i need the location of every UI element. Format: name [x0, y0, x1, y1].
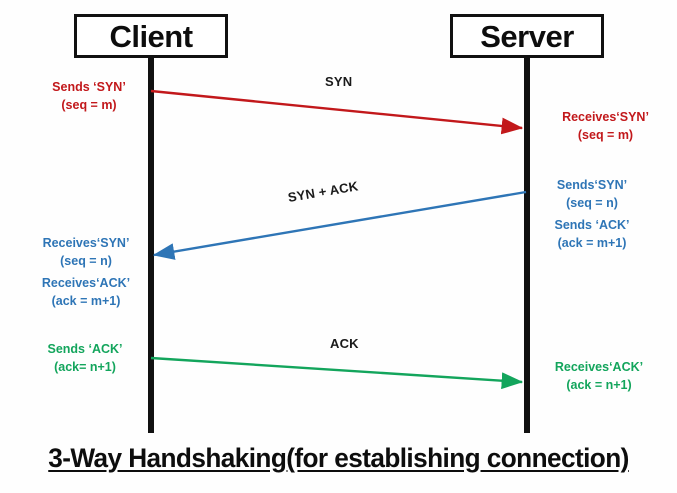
note-line-2: (ack= n+1) — [54, 360, 116, 375]
note-line-1: Sends ‘SYN’ — [52, 80, 126, 94]
note-line-1: Receives‘ACK’ — [41, 276, 131, 290]
note-server-sends-syn: Sends‘SYN’ (seq = n) — [533, 176, 651, 212]
note-line-1: Sends ‘ACK’ — [47, 342, 123, 356]
note-line-2: (ack = m+1) — [51, 294, 121, 309]
client-label: Client — [109, 18, 193, 54]
note-line-1: Receives‘SYN’ — [42, 236, 130, 250]
note-server-sends-ack: Sends ‘ACK’ (ack = m+1) — [533, 216, 651, 252]
note-server-receives-syn: Receives‘SYN’ (seq = m) — [543, 108, 668, 144]
note-line-1: Receives‘ACK’ — [554, 360, 644, 374]
note-client-receives-ack: Receives‘ACK’ (ack = m+1) — [24, 274, 148, 310]
note-line-1: Sends‘SYN’ — [556, 178, 628, 192]
client-lifeline — [148, 56, 154, 433]
note-client-sends-ack: Sends ‘ACK’ (ack= n+1) — [26, 340, 144, 376]
syn-arrow — [150, 89, 524, 135]
note-line-2: (ack = m+1) — [557, 236, 627, 251]
syn-arrow-caption: SYN — [325, 74, 353, 89]
note-client-receives-syn: Receives‘SYN’ (seq = n) — [24, 234, 148, 270]
note-line-2: (seq = m) — [577, 128, 634, 143]
server-lifeline — [524, 56, 530, 433]
client-endpoint-box: Client — [74, 14, 228, 58]
ack-arrow-caption: ACK — [330, 336, 359, 351]
diagram-title: 3-Way Handshaking(for establishing conne… — [48, 443, 629, 473]
server-label: Server — [480, 18, 574, 54]
note-server-receives-ack: Receives‘ACK’ (ack = n+1) — [537, 358, 661, 394]
ack-arrow — [150, 356, 524, 390]
note-line-2: (seq = n) — [566, 196, 618, 211]
note-line-1: Sends ‘ACK’ — [554, 218, 630, 232]
note-line-2: (seq = m) — [61, 98, 117, 113]
note-client-sends-syn: Sends ‘SYN’ (seq = m) — [30, 78, 148, 114]
note-line-2: (seq = n) — [60, 254, 112, 269]
note-line-1: Receives‘SYN’ — [562, 110, 649, 124]
syn-ack-arrow — [152, 190, 527, 260]
note-line-2: (ack = n+1) — [566, 378, 632, 393]
